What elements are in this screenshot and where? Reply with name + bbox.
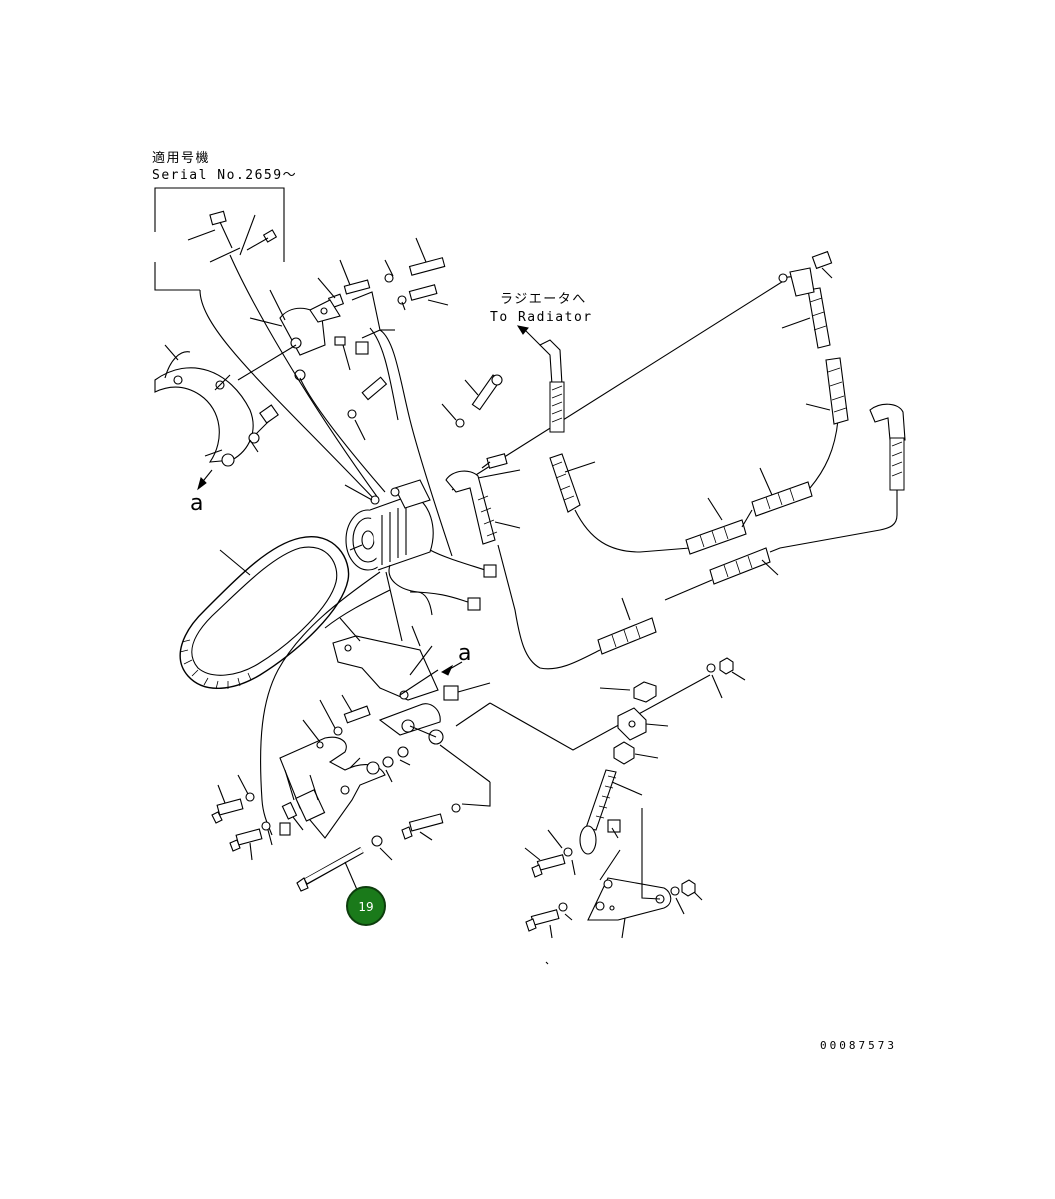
view-label-a-left: a xyxy=(190,491,203,516)
view-label-a-right: a xyxy=(458,641,471,666)
document-number: 00087573 xyxy=(820,1039,897,1052)
mounting-bracket-upper xyxy=(319,617,711,807)
harness-wire-2 xyxy=(324,589,391,629)
alternator-shield xyxy=(154,344,279,491)
refrigerant-hoses xyxy=(445,250,906,670)
serial-note-jp: 適用号機 xyxy=(152,150,210,166)
radiator-label-jp: ラジエータへ xyxy=(500,292,587,307)
upper-bracket-assembly xyxy=(199,237,503,557)
serial-note-en: Serial No.2659〜 xyxy=(152,168,297,183)
lower-right-hardware xyxy=(524,657,746,965)
serial-bracket xyxy=(154,187,285,291)
lower-left-bolts xyxy=(211,774,461,893)
harness-wire xyxy=(260,571,381,836)
mounting-bracket-lower xyxy=(279,719,411,839)
callout-19-marker[interactable]: 19 xyxy=(346,886,386,926)
radiator-label-en: To Radiator xyxy=(490,310,593,325)
drive-belt xyxy=(179,535,350,690)
callout-19-label: 19 xyxy=(358,900,373,914)
ac-compressor xyxy=(344,469,521,642)
